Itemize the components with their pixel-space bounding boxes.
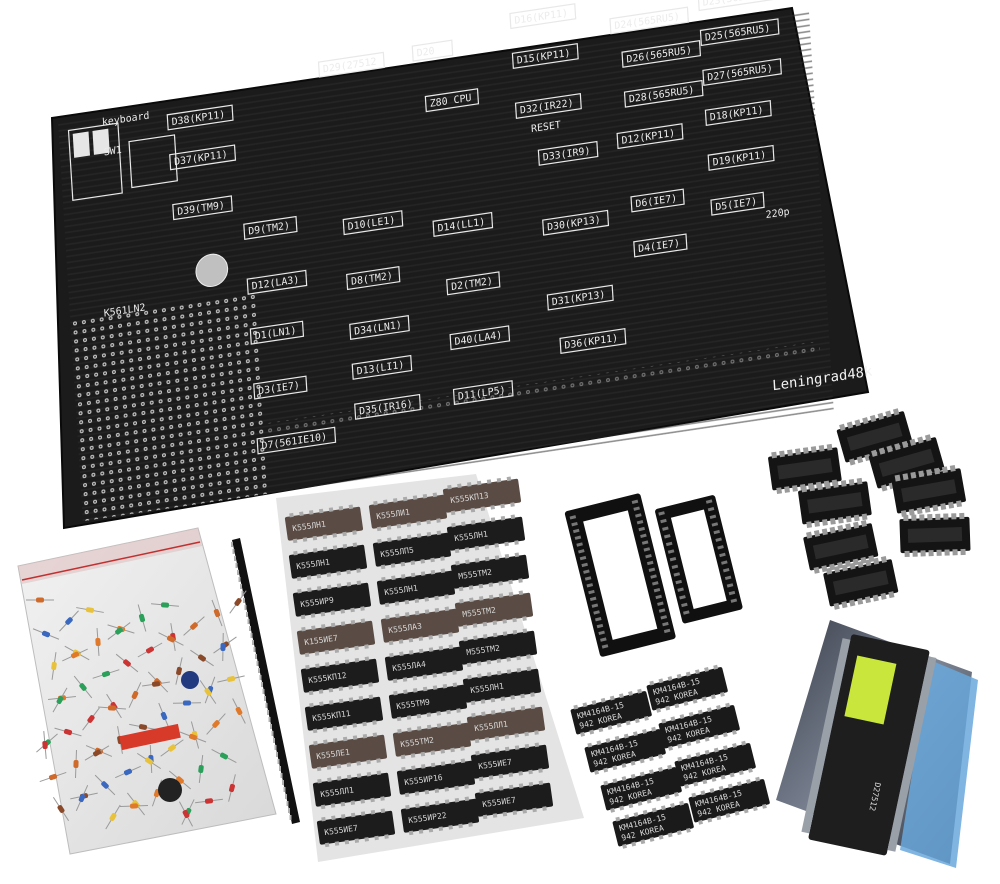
pcb-silk-label: 220p: [765, 207, 789, 222]
logic-chip: K555KП13: [442, 476, 522, 516]
ic-socket: [768, 443, 842, 494]
chip-foam-sheet: K555ЛН1K555ЛН1K555ИР9K155ИЕ7K555KП12K555…: [276, 474, 584, 862]
logic-chip: K155ИЕ7: [296, 618, 376, 658]
pcb-label-text: RESET: [531, 120, 561, 135]
pin-header-strip: [231, 538, 300, 824]
ic-socket: [803, 520, 879, 574]
logic-chip: M555ТМ2: [454, 590, 534, 630]
logic-chip: M555ТМ2: [458, 628, 538, 668]
pcb-silk-label: D10(LE1): [342, 210, 404, 236]
ic-socket: [798, 477, 872, 528]
pcb-board: D38(KP11)D37(KP11)D39(TM9)D29(27512D20Z8…: [50, 0, 873, 530]
pcb-silk-label: D34(LN1): [349, 314, 410, 341]
logic-chip: K555ЛН1: [284, 504, 364, 544]
ic-socket: [891, 464, 966, 517]
pcb-silk-label: D23(565RU5): [697, 0, 778, 12]
logic-chip: K555ИЕ7: [474, 780, 554, 820]
ic-socket: [899, 512, 971, 558]
large-sockets: [564, 493, 743, 657]
logic-chip: K555ЛН1: [446, 514, 526, 554]
logic-chip: K555ЛН1: [462, 666, 542, 706]
logic-chip: K555ЛН1: [288, 542, 368, 582]
pcb-silk-label: D40(LA4): [449, 325, 511, 351]
pcb-label-text: 220p: [765, 207, 789, 222]
logic-chip: K555ЛА4: [384, 644, 464, 684]
pcb-silk-label: D14(LL1): [432, 211, 494, 237]
pcb-silk-label: D11(LP5): [452, 380, 514, 406]
logic-chip: M555ТМ2: [450, 552, 530, 592]
logic-chip: K555ЛИ1: [368, 492, 448, 532]
logic-chip: K555ИР22: [400, 796, 480, 836]
logic-chip: K555ЛН1: [376, 568, 456, 608]
pcb-silk-label: D13(LI1): [351, 354, 413, 380]
parts-bag: [17, 527, 277, 855]
logic-chip: K555ТМ9: [388, 682, 468, 722]
logic-chip: K555ЛЛ1: [312, 770, 392, 810]
logic-chip: K555ТМ2: [392, 720, 472, 760]
ic-socket: [836, 408, 913, 466]
logic-chip: K555ЛА3: [380, 606, 460, 646]
pcb-silk-label: D12(LA3): [246, 269, 308, 295]
logic-chip: K555ИЕ7: [470, 742, 550, 782]
logic-chip: K555ИР9: [292, 580, 372, 620]
logic-chip: K555ИР16: [396, 758, 476, 798]
logic-chip: K555ЛЕ1: [308, 732, 388, 772]
eprom-package: D27512: [776, 620, 978, 868]
pcb-silk-label: D16(KP11): [509, 3, 577, 30]
pcb-silk-label: D39(TM9): [172, 195, 233, 221]
logic-chip: K555ЛП5: [372, 530, 452, 570]
pcb-silk-label: RESET: [531, 120, 561, 135]
pcb-label-text: D20: [416, 46, 435, 60]
logic-chip: K555KП12: [300, 656, 380, 696]
pcb-silk-label: D33(IR9): [537, 140, 599, 166]
pcb-silk-label: SW1: [103, 145, 122, 159]
logic-chip: K555ЛЛ1: [466, 704, 546, 744]
small-sockets: [768, 408, 971, 610]
logic-chip: K555KП11: [304, 694, 384, 734]
pcb-label-text: SW1: [103, 145, 122, 159]
pcb-silk-label: D20: [411, 39, 454, 62]
ic-socket: [823, 556, 899, 610]
logic-chip: K555ИЕ7: [316, 808, 396, 848]
